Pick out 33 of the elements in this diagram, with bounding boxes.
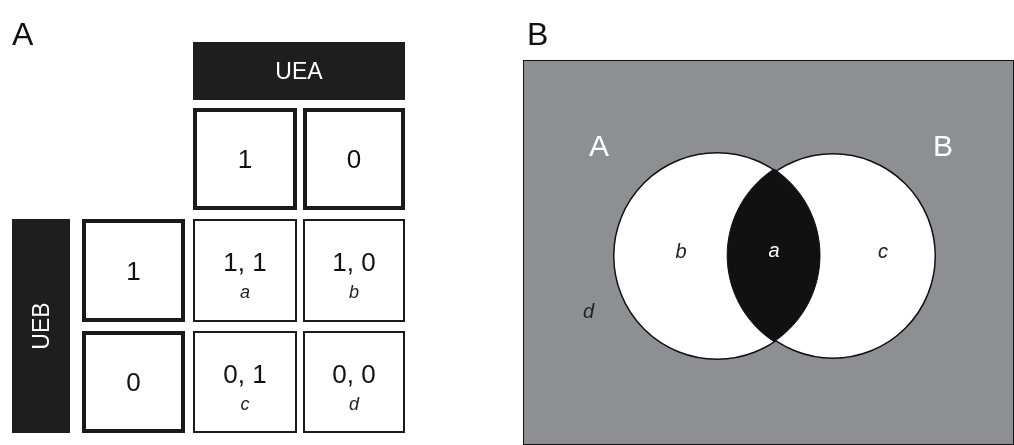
row-header-bar — [12, 219, 70, 433]
set-label: B — [933, 131, 953, 161]
cell-letter: d — [349, 395, 359, 413]
region-label: b — [675, 241, 687, 261]
axis-title: UEB — [29, 302, 53, 350]
cell-value: 0, 0 — [332, 361, 376, 387]
cell-value: 1, 1 — [223, 249, 267, 275]
axis-title: UEA — [275, 59, 323, 83]
table-cell — [193, 219, 297, 322]
cell-value: 0 — [126, 369, 141, 395]
panel-letter: B — [527, 18, 549, 50]
cell-letter: c — [240, 395, 250, 413]
table-cell — [303, 219, 405, 322]
cell-value: 1, 0 — [332, 249, 376, 275]
cell-value: 1 — [126, 257, 141, 284]
panel-letter: A — [12, 18, 34, 50]
header-cell — [82, 331, 185, 433]
region-label: a — [768, 240, 780, 260]
cell-letter: b — [349, 283, 359, 301]
header-cell — [303, 108, 405, 210]
region-label: c — [878, 241, 888, 261]
table-cell — [303, 331, 405, 433]
cell-value: 1 — [237, 146, 253, 172]
cell-value: 0, 1 — [223, 361, 267, 387]
table-cell — [193, 331, 297, 433]
column-header-bar — [193, 42, 405, 100]
region-label: d — [583, 301, 595, 321]
header-cell — [82, 219, 185, 322]
cell-letter: a — [240, 283, 250, 301]
venn-background — [523, 60, 1014, 445]
set-label: A — [589, 131, 609, 161]
header-cell — [193, 108, 297, 210]
cell-value: 0 — [346, 146, 362, 172]
